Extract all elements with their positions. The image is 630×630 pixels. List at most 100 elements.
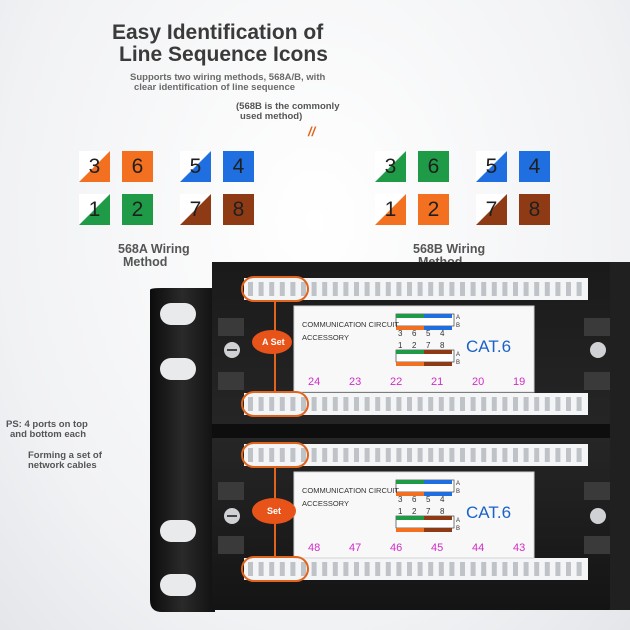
port-number: 44 (472, 542, 485, 554)
diagram-top-num-1: 1 (398, 341, 403, 350)
punchdown-terminal (407, 562, 412, 576)
punchdown-terminal (332, 282, 338, 296)
punchdown-terminal (544, 282, 550, 296)
tile-568a-3: 3 (79, 151, 110, 182)
diagram-bottom-num-6: 6 (412, 495, 417, 504)
bracket-slot-4 (160, 574, 196, 596)
ps-line-1: PS: 4 ports on top (6, 419, 88, 430)
punchdown-terminal (396, 562, 402, 576)
punchdown-terminal (248, 282, 253, 296)
punchdown-terminal (534, 282, 540, 296)
punchdown-terminal (354, 397, 359, 411)
punchdown-terminal (523, 448, 529, 462)
subtitle-line-1: Supports two wiring methods, 568A/B, wit… (130, 72, 326, 83)
label-top-line-2: ACCESSORY (302, 333, 349, 342)
punchdown-terminal (491, 282, 497, 296)
punchdown-terminal (555, 562, 561, 576)
tile-568b-2: 2 (418, 194, 449, 225)
set-label-bottom: Set (267, 506, 282, 516)
punchdown-terminal (375, 562, 381, 576)
punchdown-strip (244, 558, 588, 580)
tile-568b-5: 5 (476, 151, 507, 182)
set-badge-top (252, 330, 292, 354)
punchdown-terminal (311, 562, 317, 576)
punchdown-terminal (248, 562, 253, 576)
punchdown-terminal (428, 562, 434, 576)
punchdown-terminal (576, 562, 582, 576)
form-note: Forming a set of network cables (28, 451, 102, 471)
diagram-bottom-num-8: 8 (440, 507, 445, 516)
punchdown-terminal (279, 448, 285, 462)
punchdown-terminal (460, 448, 465, 462)
punchdown-terminal (407, 448, 412, 462)
clip-right-3 (584, 482, 610, 500)
punchdown-terminal (279, 397, 285, 411)
punchdown-terminal (332, 397, 338, 411)
punchdown-strip (244, 444, 588, 466)
port-number: 21 (431, 376, 444, 388)
punchdown-terminal (513, 282, 518, 296)
punchdown-terminal (449, 448, 455, 462)
punchdown-terminal (311, 448, 317, 462)
punchdown-terminal (523, 397, 529, 411)
mini-diagram-top (395, 313, 455, 366)
punchdown-terminal (576, 282, 582, 296)
punchdown-terminal (428, 397, 434, 411)
punchdown-terminal (491, 448, 497, 462)
punchdown-terminal (311, 397, 317, 411)
punchdown-terminal (417, 282, 423, 296)
port-number: 23 (349, 376, 362, 388)
punchdown-terminal (396, 448, 402, 462)
punchdown-terminal (301, 282, 306, 296)
screw-top (224, 342, 240, 358)
diagram-top-num-3: 3 (398, 329, 403, 338)
tile-568b-3: 3 (375, 151, 406, 182)
port-number: 22 (390, 376, 403, 388)
punchdown-terminal (407, 282, 412, 296)
tile-568b-7: 7 (476, 194, 507, 225)
punchdown-terminal (354, 562, 359, 576)
punchdown-terminal (534, 562, 540, 576)
punchdown-terminal (449, 397, 455, 411)
diagram-bottom-num-2: 2 (412, 507, 417, 516)
punchdown-terminal (269, 397, 275, 411)
tile-568a-8: 8 (223, 194, 254, 225)
punchdown-terminal (470, 282, 476, 296)
bracket-slot-3 (160, 520, 196, 542)
punchdown-terminal (576, 448, 582, 462)
diagram-top-a2: A (456, 352, 461, 358)
clip-left-2 (218, 372, 244, 390)
punchdown-terminal (322, 282, 328, 296)
punchdown-terminal (566, 562, 571, 576)
punchdown-terminal (544, 562, 550, 576)
label-bottom-bg (293, 471, 535, 559)
punchdown-terminal (364, 282, 370, 296)
punchdown-terminal (269, 562, 275, 576)
port-number: 24 (308, 376, 321, 388)
punchdown-terminal (513, 562, 518, 576)
cat-label-bottom: CAT.6 (466, 503, 512, 522)
tile-568a-5: 5 (180, 151, 211, 182)
punchdown-terminal (354, 282, 359, 296)
punchdown-terminal (322, 397, 328, 411)
clip-left-4 (218, 536, 244, 554)
punchdown-terminal (332, 448, 338, 462)
punchdown-terminal (343, 282, 349, 296)
punchdown-terminal (248, 397, 253, 411)
punchdown-terminal (343, 397, 349, 411)
note-line-1: (568B is the commonly (236, 101, 340, 112)
punchdown-terminal (534, 397, 540, 411)
punchdown-terminal (428, 282, 434, 296)
punchdown-terminal (311, 282, 317, 296)
punchdown-terminal (513, 448, 518, 462)
diagram-bottom-b: B (456, 489, 461, 495)
punchdown-terminal (544, 397, 550, 411)
punchdown-terminal (375, 397, 381, 411)
punchdown-strips (244, 278, 588, 580)
punchdown-terminal (534, 448, 540, 462)
punchdown-terminal (269, 448, 275, 462)
punchdown-terminal (523, 282, 529, 296)
punchdown-terminal (364, 448, 370, 462)
port-number: 19 (513, 376, 526, 388)
